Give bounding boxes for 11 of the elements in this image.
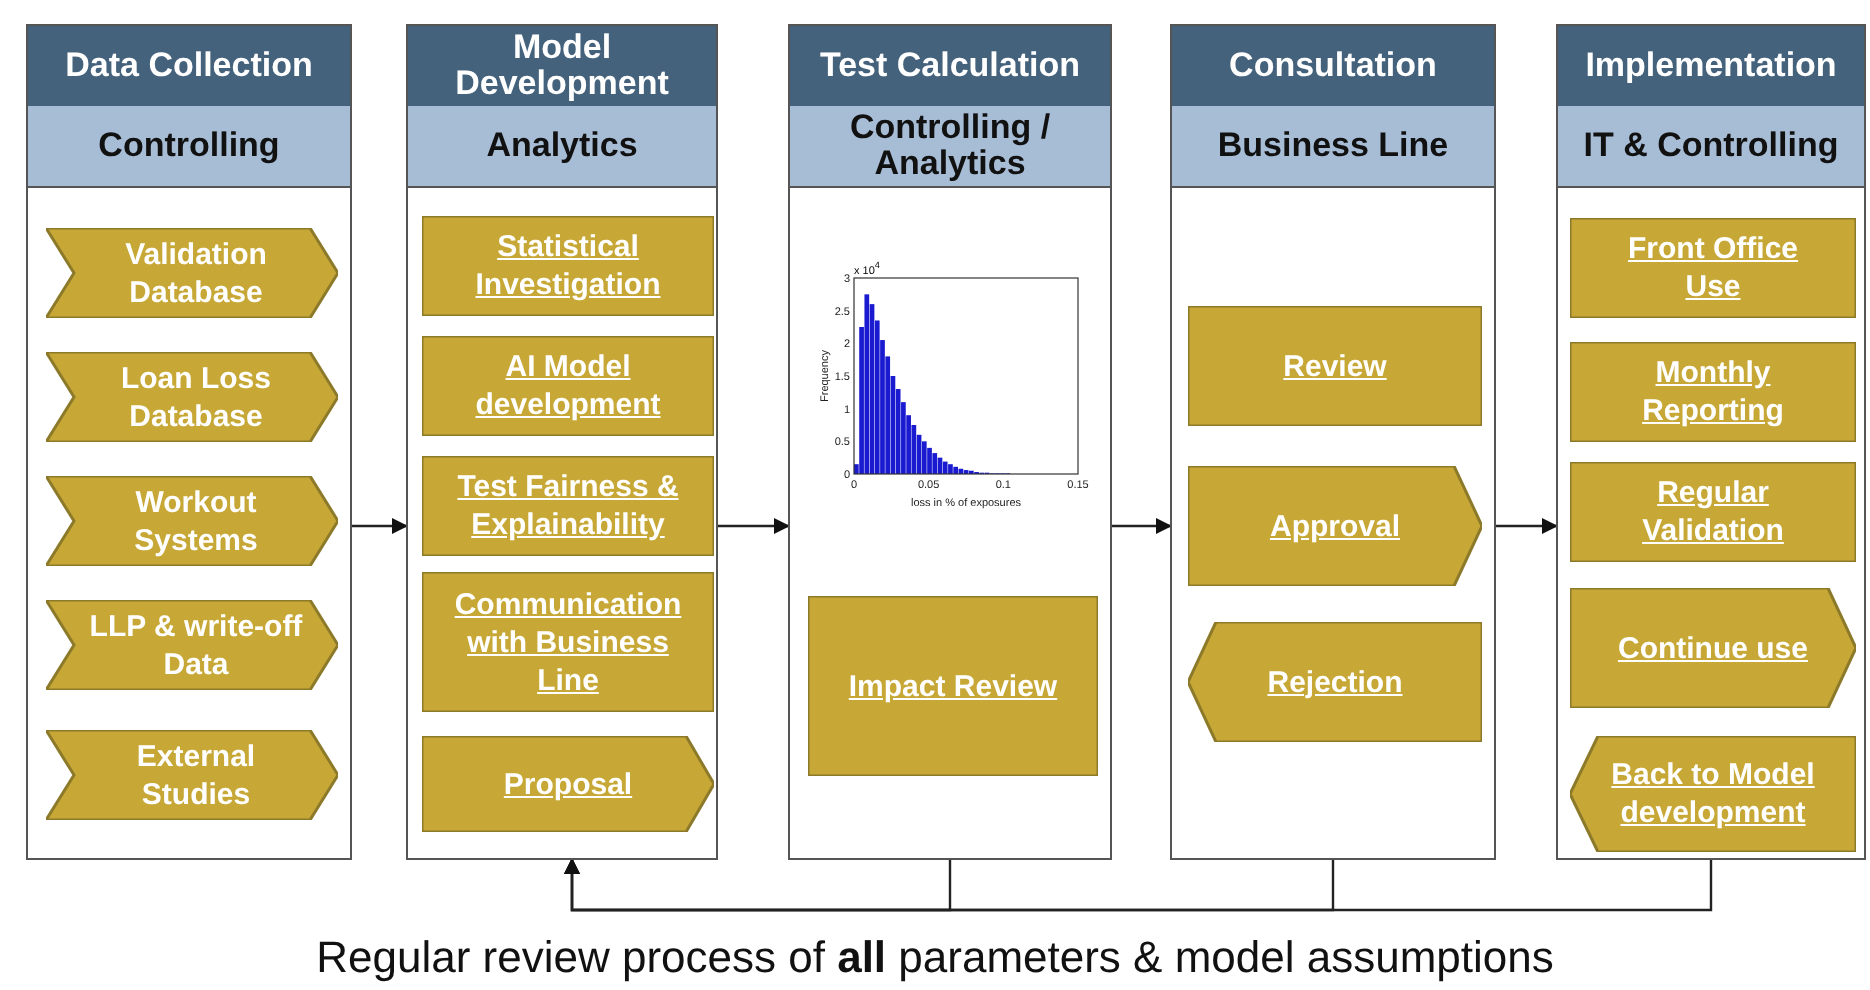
- column-subheader: Controlling: [28, 106, 350, 188]
- column-subheader: Analytics: [408, 106, 716, 188]
- column-header: Test Calculation: [790, 26, 1110, 108]
- column-subheader: IT & Controlling: [1558, 106, 1864, 188]
- column-subheader: Business Line: [1172, 106, 1494, 188]
- caption: Regular review process of all parameters & model assumptions: [314, 932, 1556, 984]
- column-header: Data Collection: [28, 26, 350, 108]
- column-header: Consultation: [1172, 26, 1494, 108]
- column-header: Implementation: [1558, 26, 1864, 108]
- column-subheader: Controlling / Analytics: [790, 106, 1110, 188]
- column-header: Model Development: [408, 26, 716, 108]
